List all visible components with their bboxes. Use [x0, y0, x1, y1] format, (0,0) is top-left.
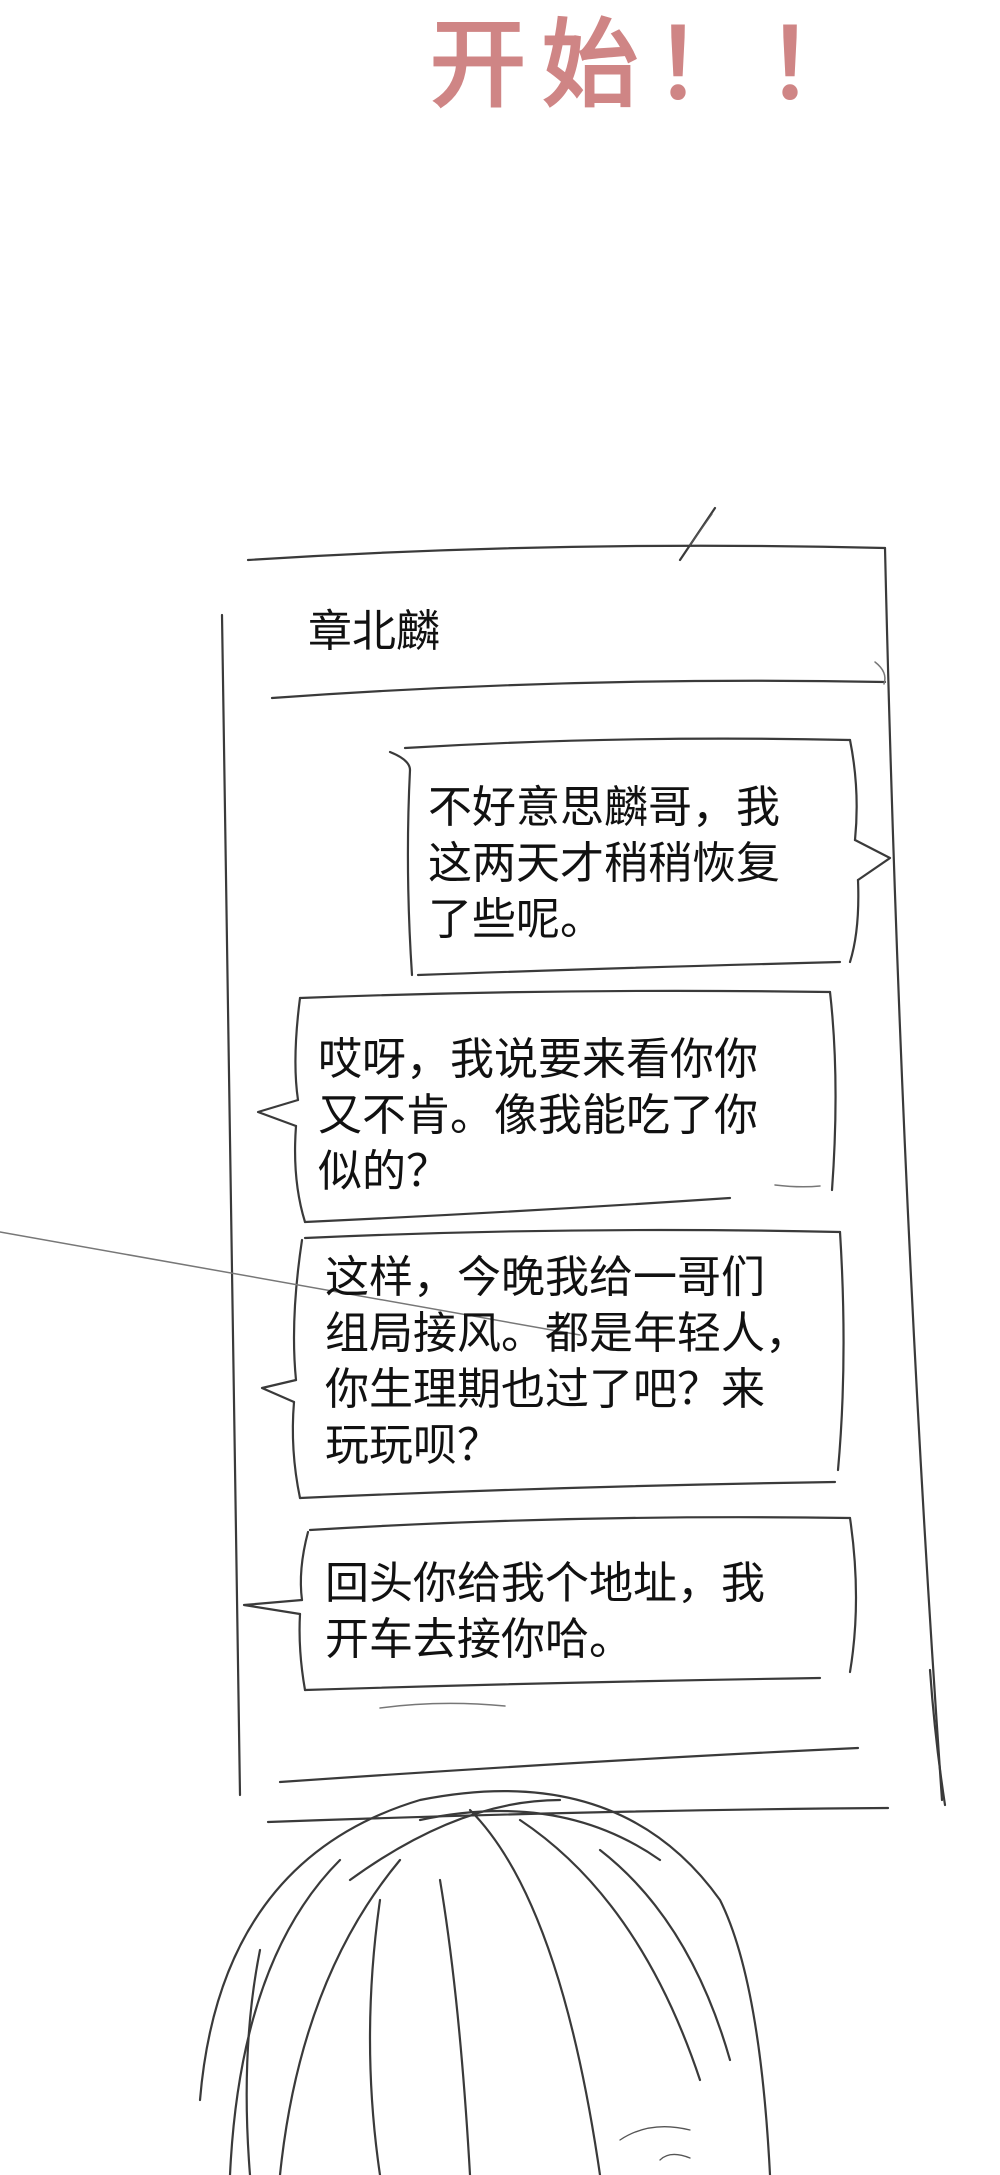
- message-line: 又不肯。像我能吃了你: [318, 1090, 758, 1141]
- character-head-sketch: [198, 1790, 772, 2175]
- message-line: 组局接风。都是年轻人，: [325, 1308, 809, 1359]
- message-line: 似的？: [318, 1146, 450, 1197]
- contact-name: 章北麟: [308, 606, 440, 657]
- message-incoming: 这样，今晚我给一哥们 组局接风。都是年轻人， 你生理期也过了吧？来 玩玩呗？: [325, 1250, 809, 1474]
- phone-frame-outline: [220, 506, 947, 1824]
- message-line: 这样，今晚我给一哥们: [325, 1252, 765, 1303]
- message-bubble-outline: [388, 737, 892, 977]
- header-divider: [270, 679, 887, 700]
- message-line: 了些呢。: [428, 894, 604, 945]
- message-bubble-outline: [242, 1516, 858, 1709]
- message-incoming: 回头你给我个地址，我 开车去接你哈。: [325, 1556, 765, 1668]
- diagonal-stroke: [0, 1231, 581, 1336]
- message-incoming: 哎呀，我说要来看你你 又不肯。像我能吃了你 似的？: [318, 1032, 758, 1200]
- message-bubble-outline: [260, 1228, 845, 1500]
- message-line: 玩玩呗？: [325, 1420, 501, 1471]
- message-line: 回头你给我个地址，我: [325, 1558, 765, 1609]
- message-line: 你生理期也过了吧？来: [325, 1364, 765, 1415]
- message-line: 哎呀，我说要来看你你: [318, 1034, 758, 1085]
- message-line: 不好意思麟哥，我: [428, 782, 780, 833]
- message-line: 这两天才稍稍恢复: [428, 838, 780, 889]
- shout-text: 开始！！: [430, 9, 878, 121]
- message-outgoing: 不好意思麟哥，我 这两天才稍稍恢复 了些呢。: [428, 780, 780, 948]
- message-line: 开车去接你哈。: [325, 1614, 633, 1665]
- message-bubble-outline: [256, 989, 837, 1224]
